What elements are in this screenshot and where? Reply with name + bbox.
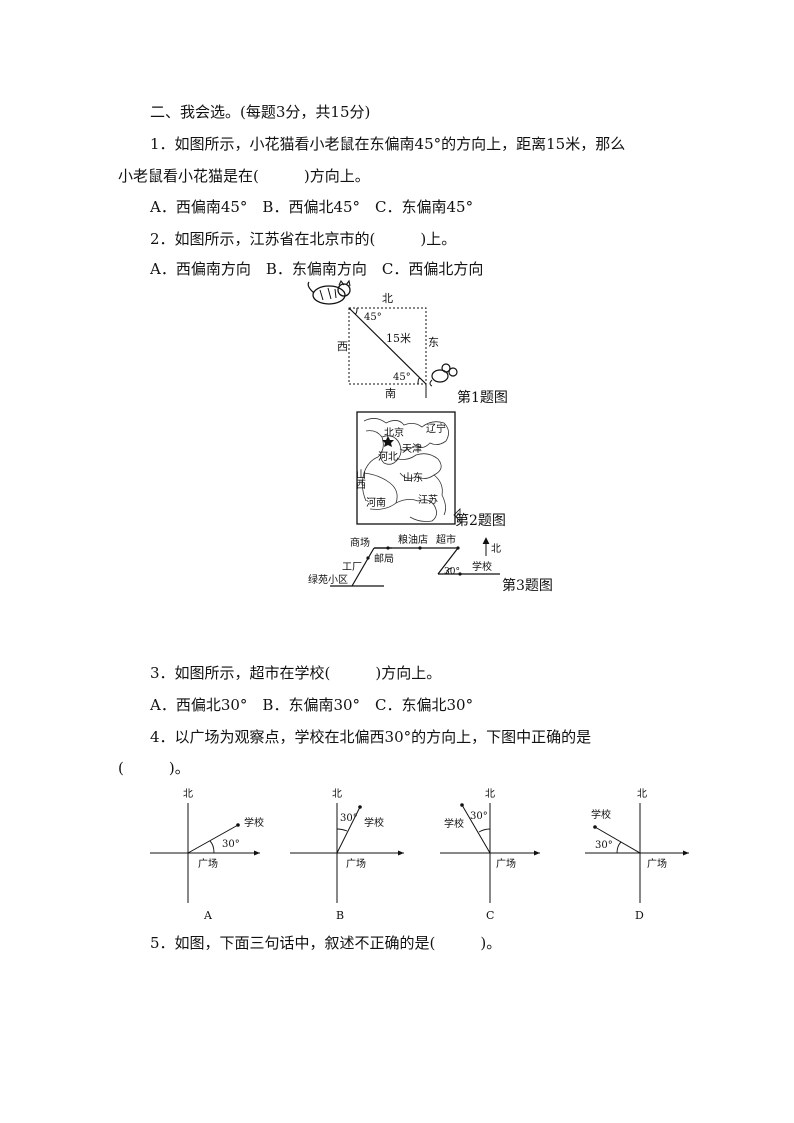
q1-stem-line2: 小老鼠看小花猫是在( )方向上。: [118, 167, 370, 185]
fig3-caption: 第3题图: [502, 578, 553, 594]
q4-option-b-diagram[interactable]: 北 学校 30° 广场 B: [290, 785, 410, 925]
map-label-tianjin: 天津: [402, 443, 422, 455]
q4b-letter: B: [336, 909, 344, 922]
q4a-north: 北: [183, 788, 193, 800]
q4-option-c-diagram[interactable]: 北 学校 30° 广场 C: [440, 785, 560, 925]
fig3-supermarket: 超市: [436, 533, 456, 546]
figure-2-map: 北京 辽宁 天津 河北 山西 山东 河南 江苏: [354, 411, 461, 525]
map-label-henan: 河南: [366, 496, 386, 509]
q3-options: A．西偏北30° B．东偏南30° C．东偏北30°: [150, 696, 474, 714]
q4c-letter: C: [486, 909, 494, 922]
fig3-post-office: 邮局: [374, 552, 394, 565]
fig2-caption: 第2题图: [455, 513, 506, 529]
fig3-grain-store: 粮油店: [398, 533, 428, 546]
q4c-angle: 30°: [470, 811, 488, 822]
q2-options: A．西偏南方向 B．东偏南方向 C．西偏北方向: [150, 260, 484, 278]
q4b-school: 学校: [364, 816, 384, 829]
map-label-shandong: 山东: [403, 471, 423, 484]
map-label-jiangsu: 江苏: [418, 493, 438, 506]
fig3-school: 学校: [472, 560, 492, 573]
q4-option-a-diagram[interactable]: 北 学校 30° 广场 A: [150, 785, 270, 925]
fig3-factory: 工厂: [342, 562, 362, 573]
map-label-shanxi: 山西: [354, 469, 366, 489]
q4c-north: 北: [485, 788, 495, 800]
section-title: 二、我会选。(每题3分，共15分): [150, 103, 371, 121]
q4d-angle: 30°: [595, 840, 613, 851]
fig3-north: 北: [491, 543, 501, 555]
q4a-letter: A: [203, 909, 213, 922]
fig1-angle-top: 45°: [364, 312, 382, 323]
q4d-school: 学校: [591, 808, 611, 821]
beijing-star-icon: [382, 436, 394, 447]
q4c-school: 学校: [444, 817, 464, 830]
mouse-icon: [429, 363, 458, 387]
map-label-liaoning: 辽宁: [426, 422, 446, 435]
q4d-square: 广场: [647, 857, 667, 870]
map-label-beijing: 北京: [384, 426, 404, 439]
q4d-letter: D: [635, 909, 644, 922]
q4b-north: 北: [332, 788, 342, 800]
q4-stem-line2: ( )。: [118, 759, 190, 777]
map-label-hebei: 河北: [378, 451, 398, 463]
figure-3-route-map: 商场 粮油店 超市 邮局 工厂 绿苑小区 学校 30° 北: [308, 533, 501, 587]
q4a-square: 广场: [198, 857, 218, 870]
q1-stem-line1: 1．如图所示，小花猫看小老鼠在东偏南45°的方向上，距离15米，那么: [150, 135, 626, 153]
fig1-north-label: 北: [382, 292, 393, 305]
q4a-school: 学校: [244, 816, 264, 829]
fig1-east-label: 东: [428, 336, 439, 349]
q4d-north: 北: [637, 788, 647, 800]
figure-1-diagram: 北 南 西 东 45° 45° 15米: [307, 279, 458, 400]
north-arrow-icon: [482, 537, 490, 545]
q4a-angle: 30°: [222, 839, 240, 850]
fig1-caption: 第1题图: [457, 390, 508, 406]
q1-options: A．西偏南45° B．西偏北45° C．东偏南45°: [150, 198, 474, 216]
fig3-angle: 30°: [444, 567, 460, 577]
fig3-mall: 商场: [350, 536, 370, 549]
q4-stem-line1: 4．以广场为观察点，学校在北偏西30°的方向上，下图中正确的是: [150, 728, 592, 746]
q4c-square: 广场: [496, 857, 516, 870]
q4-option-d-diagram[interactable]: 北 学校 30° 广场 D: [585, 785, 705, 925]
fig1-distance-label: 15米: [386, 332, 411, 345]
q3-stem: 3．如图所示，超市在学校( )方向上。: [150, 664, 442, 682]
q4b-angle: 30°: [340, 813, 358, 824]
fig1-west-label: 西: [337, 340, 348, 353]
q5-stem: 5．如图，下面三句话中，叙述不正确的是( )。: [150, 934, 502, 952]
cat-icon: [307, 279, 351, 305]
fig1-south-label: 南: [385, 387, 396, 400]
fig3-community: 绿苑小区: [308, 573, 348, 586]
q2-stem: 2．如图所示，江苏省在北京市的( )上。: [150, 230, 457, 248]
map-corner-icon: [453, 508, 461, 522]
q4b-square: 广场: [346, 857, 366, 870]
fig1-angle-bottom: 45°: [393, 372, 411, 383]
